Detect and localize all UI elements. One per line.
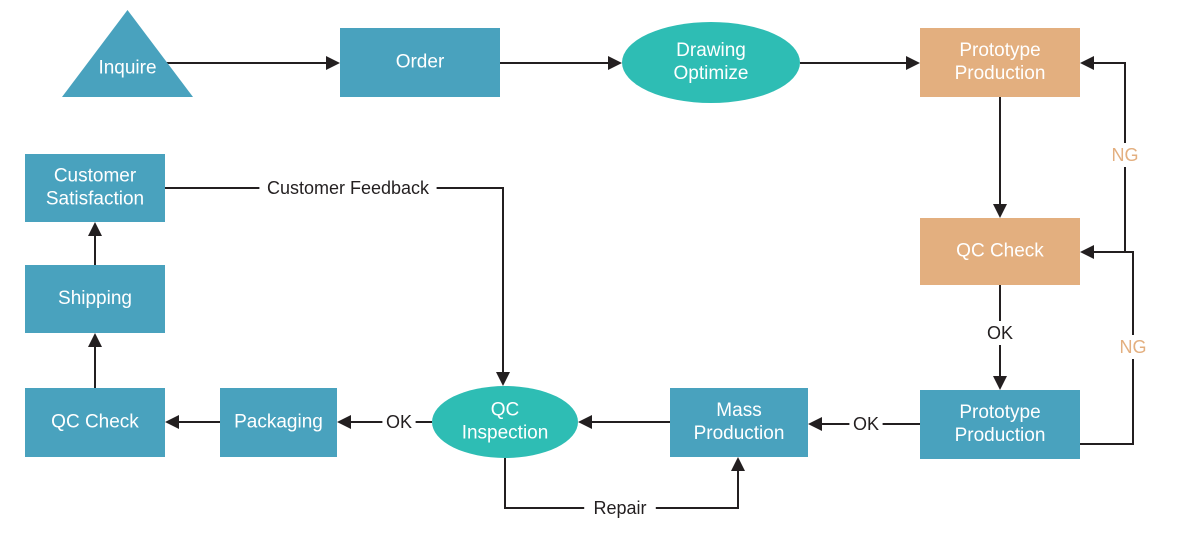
edge-packaging-qccheckb — [165, 415, 220, 429]
edge-label-backdrop — [1107, 143, 1143, 167]
arrowhead-left-icon — [165, 415, 179, 429]
node-triangle[interactable] — [62, 10, 193, 97]
edge-label-backdrop — [1115, 335, 1151, 359]
node-rect[interactable] — [670, 388, 808, 457]
arrowhead-right-icon — [906, 56, 920, 70]
node-ellipse[interactable] — [432, 386, 578, 458]
edge-label-backdrop — [983, 321, 1017, 345]
edge-label-ok: OK — [987, 323, 1013, 343]
arrowhead-up-icon — [88, 222, 102, 236]
edge-line — [165, 187, 504, 378]
arrowhead-down-icon — [993, 204, 1007, 218]
edge-label-customer-feedback: Customer Feedback — [267, 178, 430, 198]
arrowhead-down-icon — [496, 372, 510, 386]
node-rect[interactable] — [340, 28, 500, 97]
arrowhead-left-icon — [337, 415, 351, 429]
edge-label-repair: Repair — [593, 498, 646, 518]
edge-label-ng: NG — [1112, 145, 1139, 165]
arrowhead-left-icon — [1080, 56, 1094, 70]
node-qc-check-o[interactable]: QC Check — [920, 218, 1080, 285]
edge-label-ok: OK — [386, 412, 412, 432]
arrowhead-right-icon — [326, 56, 340, 70]
arrowhead-down-icon — [993, 376, 1007, 390]
arrowhead-up-icon — [731, 457, 745, 471]
node-qc-check-b[interactable]: QC Check — [25, 388, 165, 457]
edge-customer-feedback — [165, 187, 510, 386]
node-rect[interactable] — [25, 388, 165, 457]
edge-label-backdrop — [584, 496, 656, 520]
arrowhead-left-icon — [578, 415, 592, 429]
edge-shipping-customersat — [88, 222, 102, 265]
edge-proto-qccheck — [993, 97, 1007, 218]
edge-label-ng: NG — [1120, 337, 1147, 357]
node-rect[interactable] — [25, 265, 165, 333]
node-rect[interactable] — [920, 218, 1080, 285]
node-rect[interactable] — [920, 28, 1080, 97]
edge-label-backdrop — [382, 410, 416, 434]
edge-qccheckb-shipping — [88, 333, 102, 388]
node-rect[interactable] — [25, 154, 165, 222]
node-rect[interactable] — [920, 390, 1080, 459]
edge-label-backdrop — [849, 412, 883, 436]
edge-inquire-order — [150, 56, 340, 70]
edge-label-backdrop — [259, 176, 437, 200]
edge-line — [1088, 62, 1126, 252]
arrowhead-left-icon — [1080, 245, 1094, 259]
node-packaging[interactable]: Packaging — [220, 388, 337, 457]
edge-order-drawing — [500, 56, 622, 70]
arrowhead-right-icon — [608, 56, 622, 70]
node-ellipse[interactable] — [622, 22, 800, 103]
edge-label-ok: OK — [853, 414, 879, 434]
edge-drawing-proto — [800, 56, 920, 70]
node-inquire[interactable]: Inquire — [62, 10, 193, 97]
arrowhead-up-icon — [88, 333, 102, 347]
node-order[interactable]: Order — [340, 28, 500, 97]
edge-qccheck-ng-up — [1080, 56, 1126, 252]
node-rect[interactable] — [220, 388, 337, 457]
edge-massprod-qcinspect — [578, 415, 670, 429]
node-shipping[interactable]: Shipping — [25, 265, 165, 333]
arrowhead-left-icon — [808, 417, 822, 431]
